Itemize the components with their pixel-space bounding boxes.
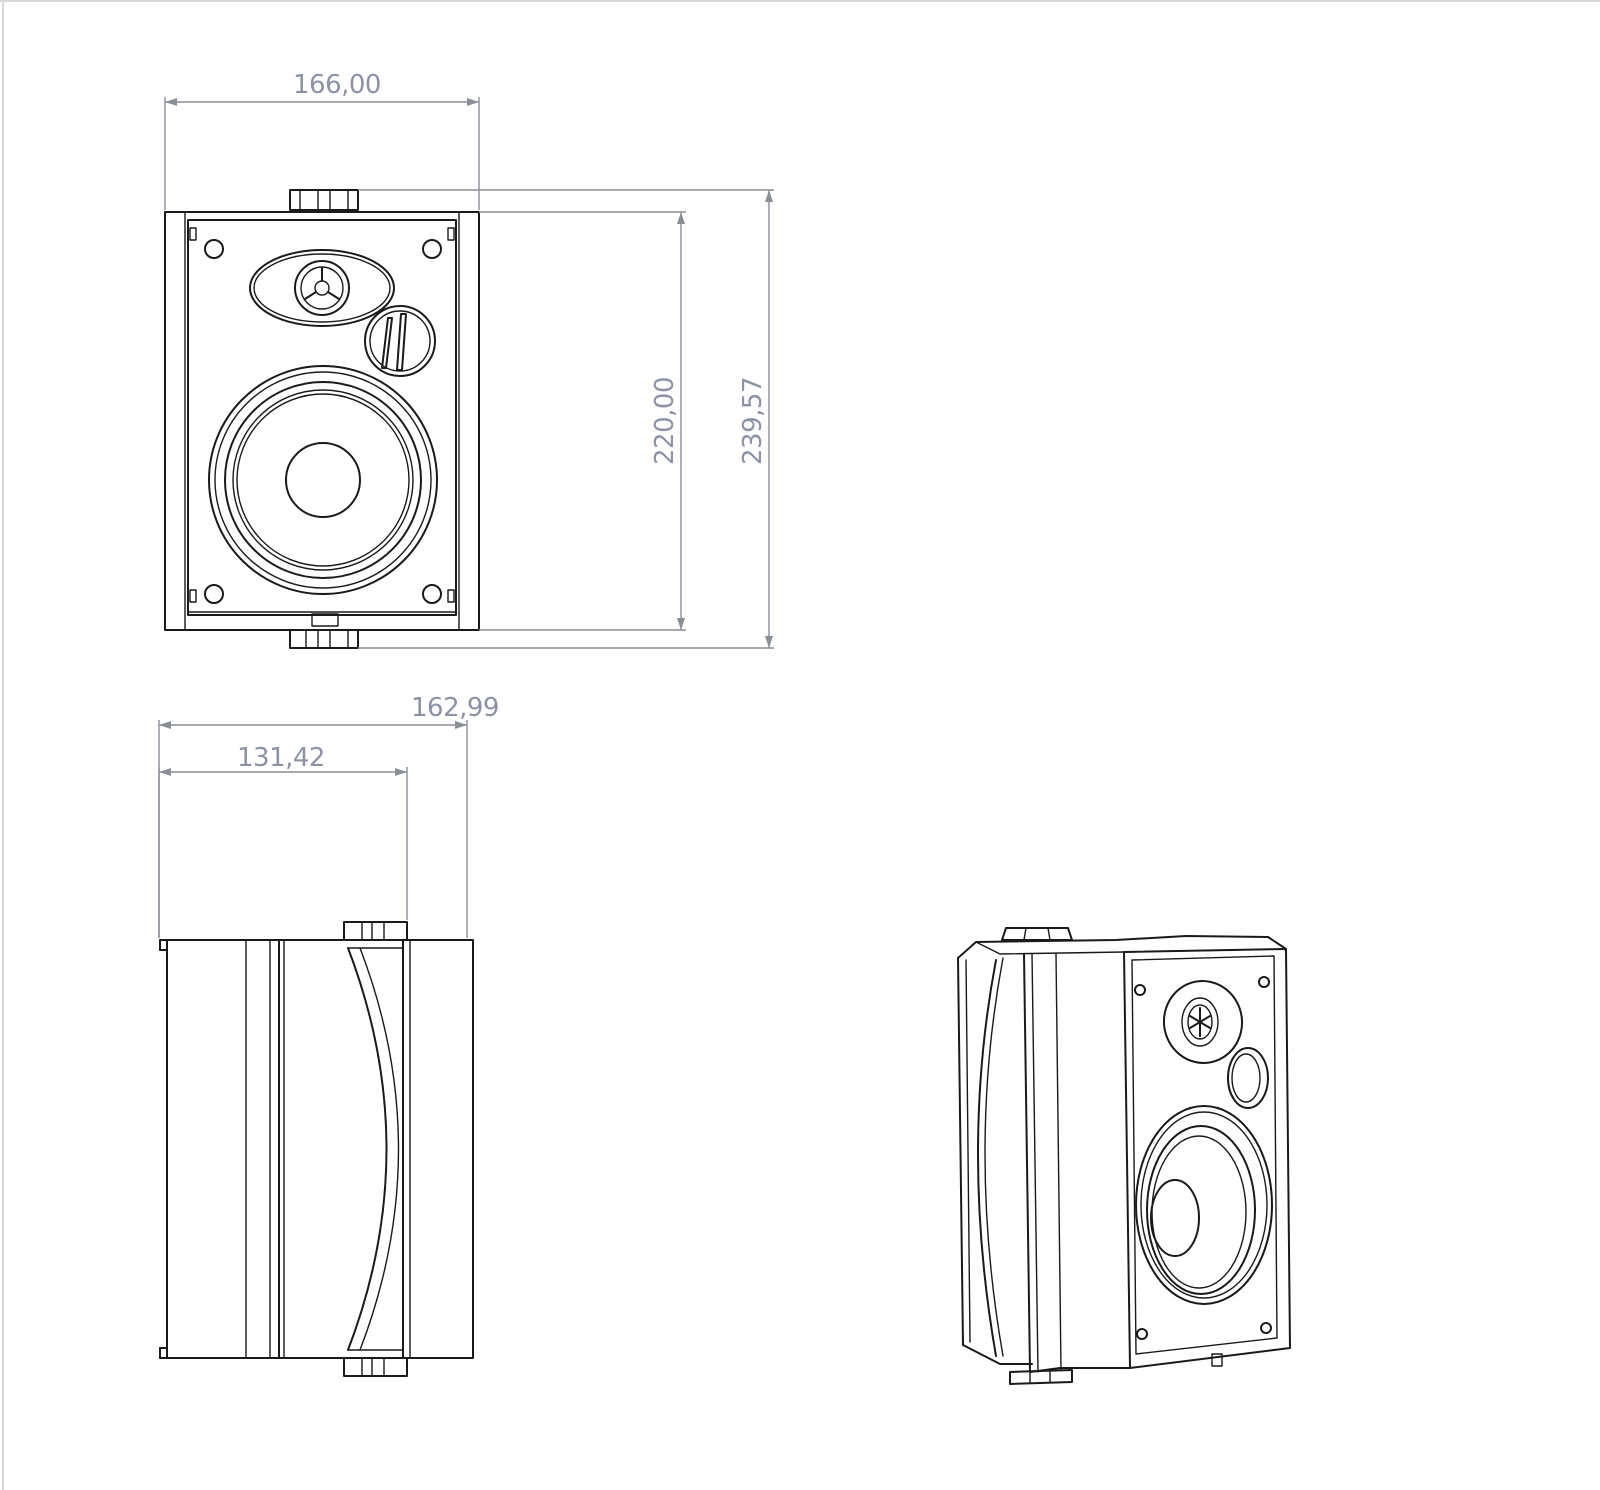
dimension-front-inner-height: 220,00: [479, 211, 686, 631]
dimension-front-total-height: 239,57: [358, 189, 774, 649]
bass-port-icon: [364, 305, 436, 377]
screw-icon: [422, 584, 442, 604]
dim-label-131: 131,42: [237, 743, 325, 773]
dim-label-162: 162,99: [411, 693, 499, 723]
screw-icon: [1136, 1328, 1148, 1340]
dimension-side-total-depth: 162,99: [158, 693, 499, 938]
front-view: [164, 189, 480, 649]
dim-label-220: 220,00: [650, 377, 680, 465]
screw-icon: [1260, 1322, 1272, 1334]
dimension-front-width: 166,00: [164, 70, 480, 210]
perspective-view: [957, 927, 1291, 1385]
screw-icon: [1134, 984, 1146, 996]
dimension-side-body-depth: 131,42: [158, 743, 408, 938]
tweeter-icon: [1162, 980, 1244, 1064]
screw-icon: [422, 239, 442, 259]
screw-icon: [204, 584, 224, 604]
woofer-icon: [1135, 1105, 1273, 1305]
tweeter-icon: [249, 249, 395, 327]
dim-label-166: 166,00: [293, 70, 381, 100]
dim-label-239: 239,57: [738, 377, 768, 465]
bass-port-icon: [1227, 1047, 1269, 1109]
screw-icon: [1258, 976, 1270, 988]
side-view: [159, 921, 474, 1377]
woofer-icon: [208, 365, 438, 595]
screw-icon: [204, 239, 224, 259]
